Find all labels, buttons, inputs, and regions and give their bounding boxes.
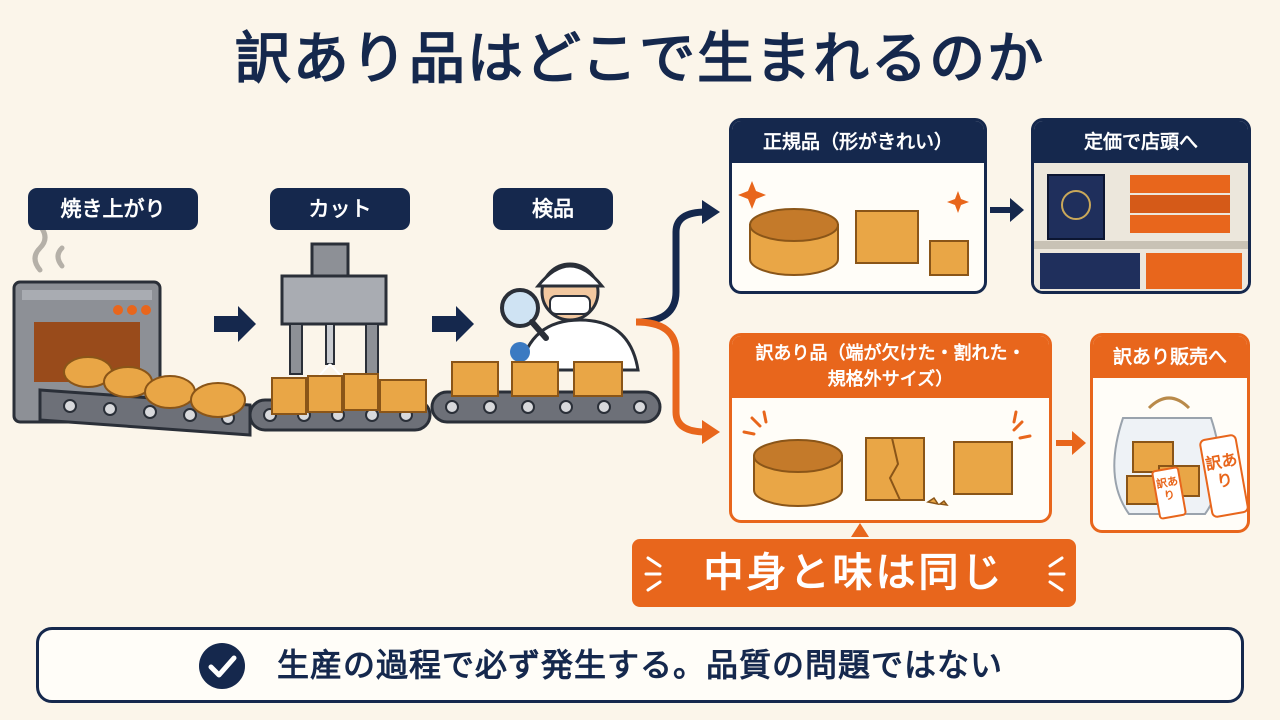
step-inspect-label: 検品 [493, 188, 613, 230]
same-taste-text: 中身と味は同じ [703, 550, 1005, 596]
wakeari-label-line1: 訳あり品（端が欠けた・割れた・ [755, 343, 1026, 364]
same-pointer [851, 523, 869, 537]
storefront-panel: 定価で店頭へ [1031, 118, 1251, 294]
wakeari-sale-label: 訳あり販売へ [1093, 336, 1247, 378]
shelf-illustration [1034, 163, 1248, 291]
step-cut-label: カット [270, 188, 410, 230]
inspector-icon [518, 262, 640, 372]
regular-cakes-illustration [738, 181, 969, 276]
production-line-illustration [12, 230, 662, 437]
storefront-label: 定価で店頭へ [1034, 121, 1248, 163]
conclusion-text: 生産の過程で必ず発生する。品質の問題ではない [277, 646, 1004, 684]
sparkle-icon [738, 181, 969, 213]
emphasis-marks [644, 556, 1066, 592]
wakeari-sale-panel: 訳あり販売へ 訳あり 訳あり [1090, 333, 1250, 533]
regular-to-store-arrow [990, 198, 1024, 222]
wakeari-cakes-illustration [742, 410, 1032, 507]
same-taste-banner: 中身と味は同じ [632, 539, 1076, 607]
conclusion-box: 生産の過程で必ず発生する。品質の問題ではない [36, 627, 1244, 703]
cutter-icon [280, 242, 388, 391]
magnifier-icon [500, 288, 549, 362]
wakeari-label-line2: 規格外サイズ） [827, 369, 954, 390]
regular-product-panel: 正規品（形がきれい） [729, 118, 987, 294]
wakeari-tag-text: 訳あり [1204, 449, 1239, 492]
branch-arrows [635, 200, 720, 444]
steam-icon [32, 230, 65, 273]
wakeari-tag-small-text: 訳あり [1155, 474, 1180, 503]
step-bake-label: 焼き上がり [28, 188, 198, 230]
crack-icon [742, 410, 1032, 440]
page-title: 訳あり品はどこで生まれるのか [234, 27, 1046, 92]
wakeari-to-sale-arrow [1056, 431, 1086, 455]
regular-product-label: 正規品（形がきれい） [732, 121, 984, 163]
wakeari-product-panel: 訳あり品（端が欠けた・割れた・ 規格外サイズ） [729, 333, 1052, 523]
check-icon [199, 643, 245, 689]
